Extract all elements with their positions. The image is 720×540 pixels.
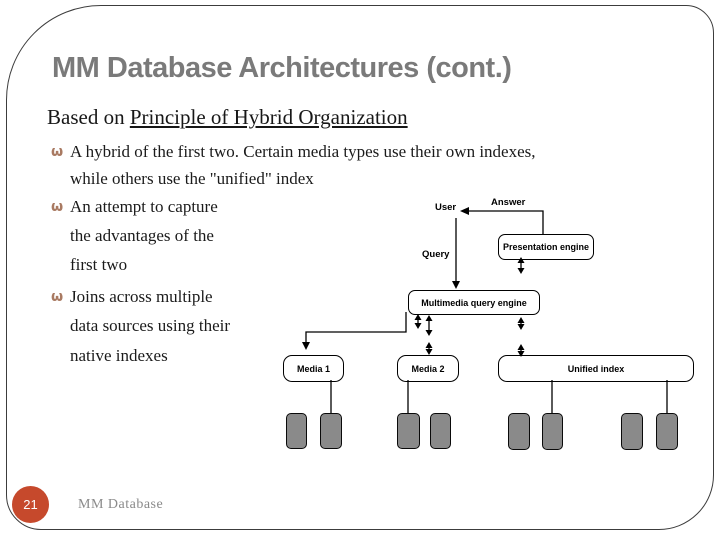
multimedia-query-engine-box-label: Multimedia query engine [421,297,527,308]
bullet-1-line-2: while others use the "unified" index [70,169,314,188]
subtitle-prefix: Based on [47,105,130,129]
media-1-box-label: Media 1 [296,363,330,374]
presentation-engine-box: Presentation engine [498,234,594,260]
multimedia-query-engine-box: Multimedia query engine [408,290,540,315]
storage-block [397,413,420,449]
storage-block [621,413,643,450]
presentation-engine-box-label: Presentation engine [502,242,590,252]
bullet-2-line-2: the advantages of the [70,226,214,245]
page-number-badge: 21 [12,486,49,523]
query-label: Query [422,249,450,260]
slide-border-frame [6,5,714,530]
slide-title: MM Database Architectures (cont.) [52,52,512,84]
footer-title: MM Database [78,497,164,512]
bullet-1-line-1: A hybrid of the first two. Certain media… [70,142,536,161]
bullet-3-line-2: data sources using their [70,316,231,335]
subtitle-underlined-phrase: Principle of Hybrid Organization [129,105,408,129]
user-label: User [435,202,457,213]
storage-block [542,413,563,450]
bullet-icon: ω [51,144,64,160]
answer-label: Answer [491,197,526,208]
storage-block [286,413,307,449]
page-number: 21 [23,497,38,512]
storage-block [656,413,678,450]
bullet-icon: ω [51,289,64,305]
media-1-box: Media 1 [283,355,344,382]
media-2-box-label: Media 2 [411,363,445,374]
unified-index-box-label: Unified index [567,363,625,374]
bullet-2-line-1: An attempt to capture [70,197,218,216]
bullet-2-line-3: first two [70,255,128,274]
storage-block [508,413,530,450]
storage-block [430,413,451,449]
subtitle: Based on Principle of Hybrid Organizatio… [47,105,408,130]
bullet-3-line-3: native indexes [70,346,168,365]
bullet-icon: ω [51,199,64,215]
unified-index-box: Unified index [498,355,694,382]
storage-block [320,413,342,449]
bullet-3-line-1: Joins across multiple [70,287,213,306]
media-2-box: Media 2 [397,355,459,382]
